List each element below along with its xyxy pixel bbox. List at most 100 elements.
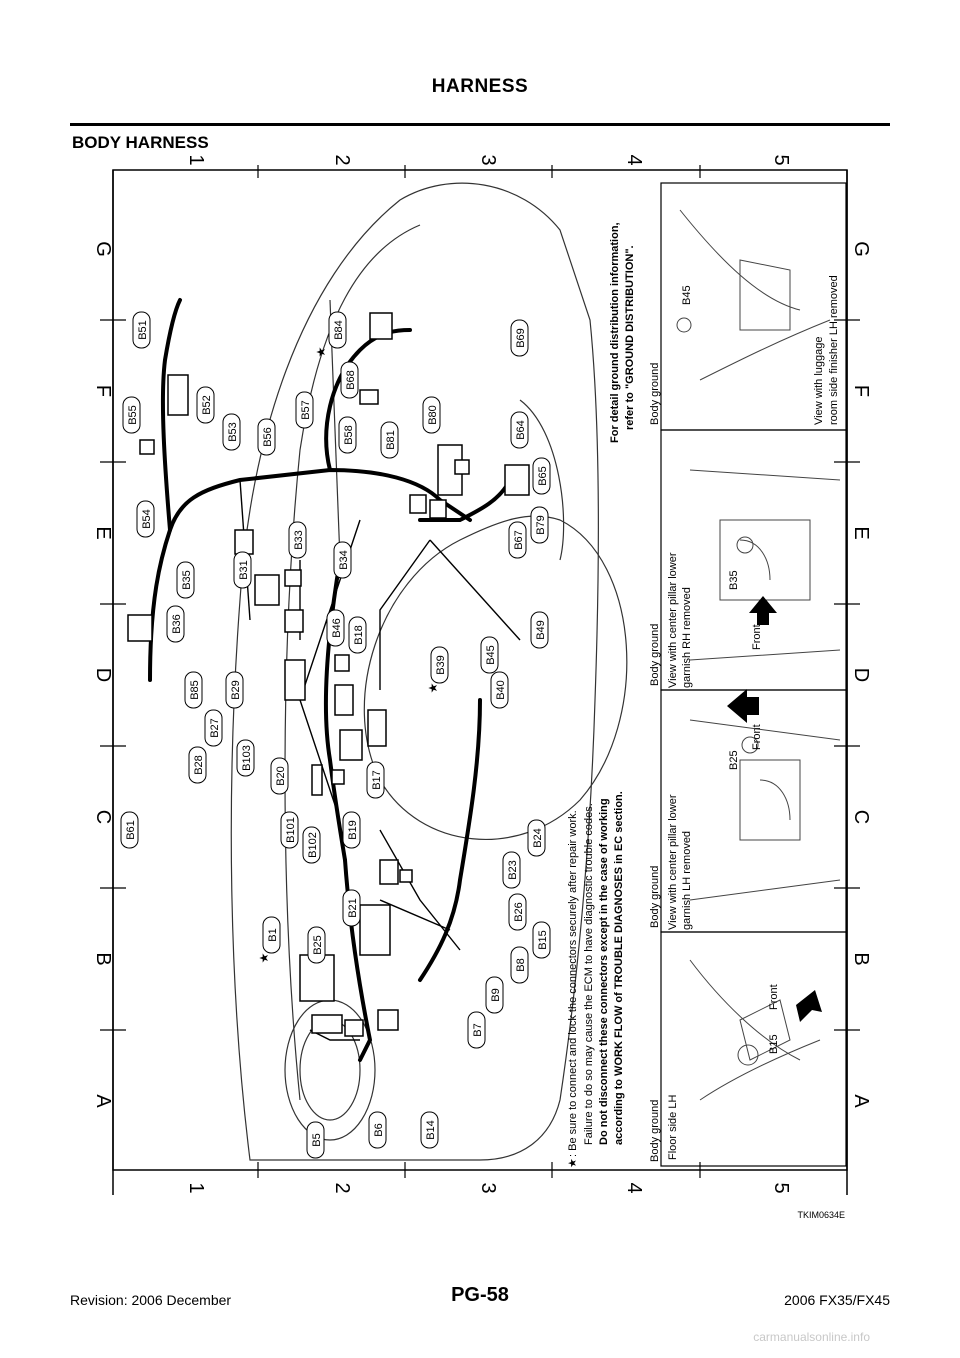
view-sketches bbox=[676, 209, 841, 1101]
connector-label-text: B36 bbox=[171, 614, 183, 634]
grid-ticks bbox=[100, 165, 860, 1178]
connector-label-text: B7 bbox=[472, 1023, 484, 1036]
connector-label-text: B80 bbox=[427, 405, 439, 425]
connector-label-b14: B14 bbox=[420, 1111, 439, 1149]
connector-label-b103: B103 bbox=[236, 739, 255, 777]
view-2-front: Front bbox=[751, 724, 763, 750]
view-3-heading: Body ground bbox=[649, 624, 661, 686]
connector-label-b39: B39 bbox=[430, 646, 449, 684]
ground-note-line-1: For detail ground distribution informati… bbox=[609, 222, 621, 443]
grid-number-1-bottom: 1 bbox=[185, 1182, 207, 1193]
connector-label-text: B61 bbox=[125, 820, 137, 840]
connector-label-b28: B28 bbox=[188, 746, 207, 784]
connector-label-b19: B19 bbox=[342, 811, 361, 849]
connector-label-text: B49 bbox=[535, 620, 547, 640]
grid-letter-G-right: G bbox=[850, 241, 872, 257]
connector-label-b6: B6 bbox=[368, 1111, 387, 1149]
connector-label-b23: B23 bbox=[502, 851, 521, 889]
connector-label-text: B68 bbox=[345, 370, 357, 390]
connector-label-text: B58 bbox=[343, 425, 355, 445]
footer-page-number: PG-58 bbox=[451, 1284, 509, 1306]
connector-label-text: B101 bbox=[285, 817, 297, 843]
grid-letter-F-left: F bbox=[92, 385, 114, 397]
view-3-line-1: View with center pillar lower bbox=[667, 552, 679, 688]
connector-label-b49: B49 bbox=[530, 611, 549, 649]
view-1-line-1: Floor side LH bbox=[667, 1095, 679, 1160]
connector-label-b52: B52 bbox=[196, 386, 215, 424]
connector-label-b34: B34 bbox=[333, 541, 352, 579]
grid-letter-B-right: B bbox=[850, 952, 872, 965]
grid-number-1-top: 1 bbox=[185, 154, 207, 165]
note-line-2: Failure to do so may cause the ECM to ha… bbox=[583, 803, 595, 1145]
connector-label-text: B17 bbox=[371, 770, 383, 790]
connector-label-text: B64 bbox=[515, 420, 527, 440]
view-2-line-1: View with center pillar lower bbox=[667, 794, 679, 930]
connector-label-text: B15 bbox=[537, 930, 549, 950]
view-3-line-2: garnish RH removed bbox=[681, 587, 693, 688]
grid-number-2-bottom: 2 bbox=[331, 1182, 353, 1193]
connector-label-text: B8 bbox=[515, 958, 527, 971]
connector-blocks bbox=[127, 312, 530, 1037]
connector-label-b29: B29 bbox=[225, 671, 244, 709]
connector-label-text: B31 bbox=[238, 560, 250, 580]
watermark: carmanualsonline.info bbox=[753, 1330, 870, 1344]
connector-label-b67: B67 bbox=[508, 521, 527, 559]
connector-label-b9: B9 bbox=[485, 976, 504, 1014]
connector-label-text: B20 bbox=[275, 766, 287, 786]
star-marker-b84: ★ bbox=[314, 347, 328, 358]
connector-label-text: B65 bbox=[537, 466, 549, 486]
connector-label-text: B29 bbox=[230, 680, 242, 700]
view-3-front: Front bbox=[751, 624, 763, 650]
grid-number-5-top: 5 bbox=[770, 154, 792, 165]
connector-label-b31: B31 bbox=[233, 551, 252, 589]
connector-label-b26: B26 bbox=[508, 893, 527, 931]
connector-label-text: B51 bbox=[137, 320, 149, 340]
figure-code: TKIM0634E bbox=[797, 1210, 845, 1220]
connector-label-b84: B84 bbox=[328, 311, 347, 349]
connector-label-b21: B21 bbox=[342, 889, 361, 927]
grid-number-3-bottom: 3 bbox=[477, 1182, 499, 1193]
connector-label-text: B79 bbox=[535, 515, 547, 535]
view-2-line-2: garnish LH removed bbox=[681, 831, 693, 930]
view-1-connector: B15 bbox=[768, 1034, 780, 1054]
connector-label-text: B103 bbox=[241, 745, 253, 771]
connector-label-b68: B68 bbox=[340, 361, 359, 399]
connector-label-text: B6 bbox=[373, 1123, 385, 1136]
front-arrow-2 bbox=[727, 689, 759, 723]
connector-label-text: B9 bbox=[490, 988, 502, 1001]
note-star: ★ bbox=[567, 1158, 579, 1168]
connector-label-text: B52 bbox=[201, 395, 213, 415]
view-3-connector: B35 bbox=[728, 570, 740, 590]
footer-model: 2006 FX35/FX45 bbox=[784, 1292, 890, 1308]
grid-number-4-bottom: 4 bbox=[623, 1182, 645, 1193]
connector-label-b61: B61 bbox=[120, 811, 139, 849]
connector-label-text: B34 bbox=[338, 550, 350, 570]
connector-label-b65: B65 bbox=[532, 457, 551, 495]
connector-label-text: B26 bbox=[513, 902, 525, 922]
connector-label-b58: B58 bbox=[338, 416, 357, 454]
connector-label-text: B56 bbox=[262, 427, 274, 447]
connector-label-text: B84 bbox=[333, 320, 345, 340]
connector-label-b7: B7 bbox=[467, 1011, 486, 1049]
connector-label-b5: B5 bbox=[306, 1121, 325, 1159]
connector-label-text: B23 bbox=[507, 860, 519, 880]
connector-label-text: B53 bbox=[227, 422, 239, 442]
connector-label-text: B55 bbox=[127, 405, 139, 425]
grid-letter-G-left: G bbox=[92, 241, 114, 257]
connector-label-b8: B8 bbox=[510, 946, 529, 984]
header-rule bbox=[70, 123, 890, 126]
connector-label-b36: B36 bbox=[166, 605, 185, 643]
grid-letter-D-right: D bbox=[850, 668, 872, 682]
view-4-heading: Body ground bbox=[649, 363, 661, 425]
grid-number-2-top: 2 bbox=[331, 154, 353, 165]
grid-number-3-top: 3 bbox=[477, 154, 499, 165]
connector-label-b18: B18 bbox=[348, 616, 367, 654]
ground-note-line-2: refer to "GROUND DISTRIBUTION". bbox=[624, 245, 636, 430]
connector-label-b55: B55 bbox=[122, 396, 141, 434]
grid-letter-F-right: F bbox=[850, 385, 872, 397]
connector-label-text: B45 bbox=[485, 645, 497, 665]
footer-revision: Revision: 2006 December bbox=[70, 1292, 232, 1308]
grid-letter-D-left: D bbox=[92, 668, 114, 682]
connector-label-text: B14 bbox=[425, 1120, 437, 1140]
connector-label-b64: B64 bbox=[510, 411, 529, 449]
